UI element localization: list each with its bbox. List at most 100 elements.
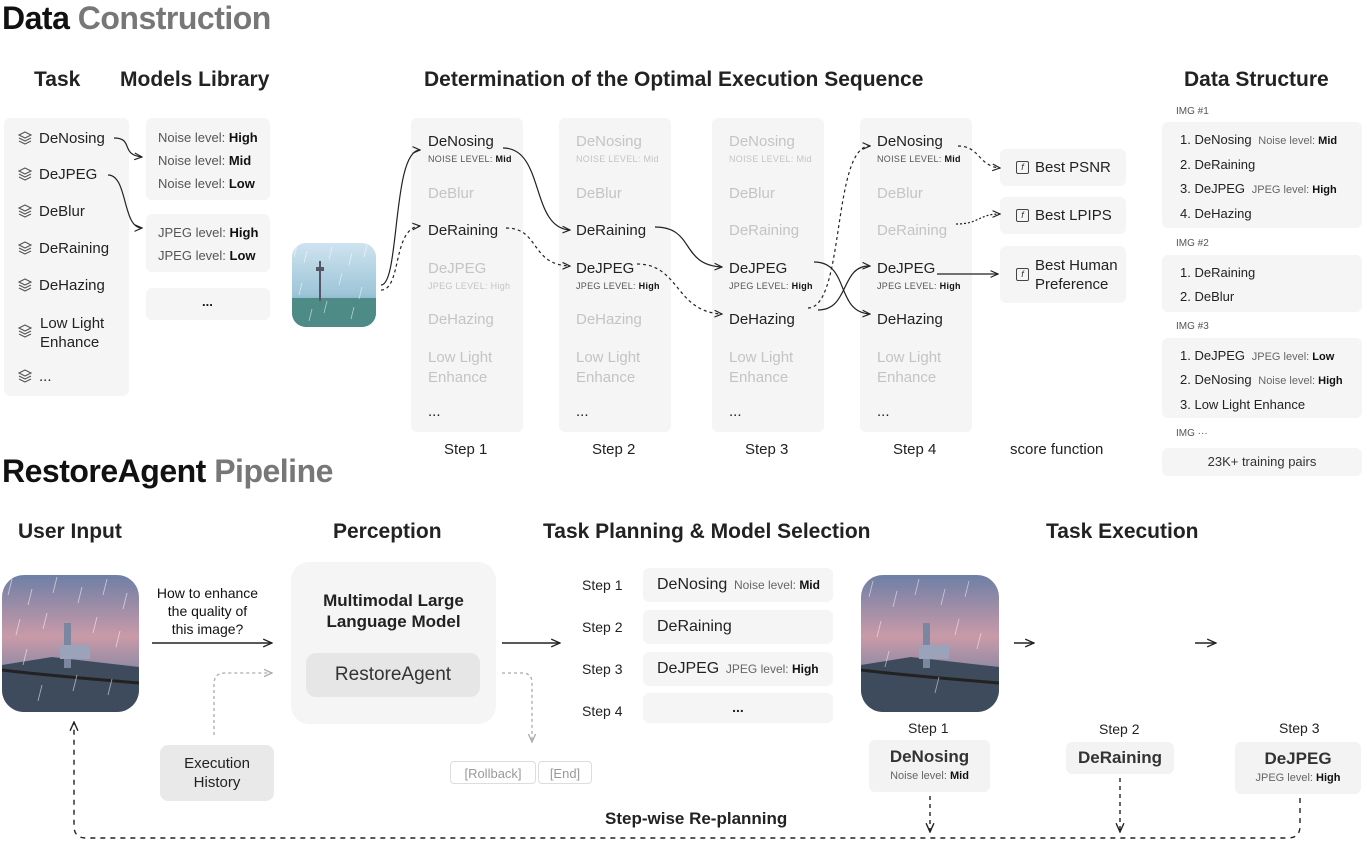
models-library-heading: Models Library	[120, 68, 270, 91]
plan-row-text: DeJPEG JPEG level: High	[657, 660, 819, 677]
step1-label: Step 1	[444, 441, 488, 458]
layers-icon	[17, 131, 33, 145]
col1-noise-sub: NOISE LEVEL: Mid	[428, 154, 512, 164]
data-structure-heading: Data Structure	[1184, 68, 1329, 91]
exec-step1-name: DeNosing	[889, 747, 970, 766]
plan-step-label: Step 2	[582, 619, 623, 635]
col3-dejpeg: DeJPEG	[729, 260, 788, 277]
col4-deblur: DeBlur	[877, 185, 923, 202]
connector-s3-s4-c	[807, 146, 870, 309]
connector-s2-s3-b	[636, 263, 722, 314]
connector-score-lpips	[955, 214, 1000, 225]
layers-icon	[17, 204, 33, 218]
img2-item: 2. DeBlur	[1180, 289, 1235, 304]
col3-more: ...	[729, 403, 742, 420]
img3-item: 3. Low Light Enhance	[1180, 397, 1306, 412]
col1-dejpeg: DeJPEG	[428, 260, 487, 277]
user-input-heading: User Input	[18, 520, 122, 543]
best-lpips-label: Best LPIPS	[1035, 207, 1112, 224]
col4-dehazing: DeHazing	[877, 311, 943, 328]
step3-column	[712, 118, 824, 432]
img3-label: IMG #3	[1176, 321, 1209, 332]
task-label: DeHazing	[39, 277, 105, 294]
col4-dejpeg: DeJPEG	[877, 260, 936, 277]
arrow-perception-tokens	[502, 672, 532, 742]
layers-icon	[17, 324, 33, 338]
img2-item: 1. DeRaining	[1180, 265, 1256, 280]
task-execution-heading: Task Execution	[1046, 520, 1199, 543]
step2-column	[559, 118, 671, 432]
exec-step1-box: DeNosing Noise level: Mid	[869, 740, 990, 792]
img2-label: IMG #2	[1176, 238, 1209, 249]
training-pairs-label: 23K+ training pairs	[1207, 454, 1317, 469]
more-models-label: ...	[202, 294, 213, 309]
layers-icon	[17, 369, 33, 383]
task-item-deraining: DeRaining	[17, 240, 110, 257]
step4-column	[860, 118, 972, 432]
plan-row-2: DeRaining	[643, 610, 833, 644]
col3-denosing: DeNosing	[729, 133, 795, 150]
more-models-panel: ...	[146, 288, 270, 320]
score-function-label: score function	[1010, 441, 1104, 458]
layers-icon	[17, 278, 33, 292]
layers-icon	[17, 167, 33, 181]
task-label: DeNosing	[39, 130, 105, 147]
col1-deblur: DeBlur	[428, 185, 474, 202]
col2-more: ...	[576, 403, 589, 420]
col4-jpeg-sub: JPEG LEVEL: High	[877, 281, 961, 291]
connector-image-deraining	[380, 226, 420, 291]
col2-denosing: DeNosing	[576, 133, 642, 150]
task-label: ...	[39, 368, 52, 385]
col2-deraining: DeRaining	[576, 222, 647, 239]
noise-model-high: Noise level: High	[158, 130, 258, 145]
rollback-token: [Rollback]	[450, 761, 536, 784]
col2-deblur: DeBlur	[576, 185, 622, 202]
task-item-denosing: DeNosing	[17, 130, 105, 147]
connector-denosing-models	[113, 137, 142, 157]
pipeline-title: RestoreAgent Pipeline	[2, 453, 333, 490]
step2-label: Step 2	[592, 441, 636, 458]
task-label: Low Light Enhance	[40, 315, 105, 351]
plan-step-label: Step 4	[582, 703, 623, 719]
col3-jpeg-sub: JPEG LEVEL: High	[729, 281, 813, 291]
img1-item: 3. DeJPEG JPEG level: High	[1180, 181, 1337, 196]
title-word-restoreagent: RestoreAgent	[2, 453, 206, 489]
plan-row-1: DeNosing Noise level: Mid	[643, 568, 833, 602]
jpeg-model-high: JPEG level: High	[158, 225, 259, 240]
rainy-input-image	[292, 243, 376, 327]
restoreagent-box: RestoreAgent	[306, 653, 480, 697]
layers-icon	[17, 241, 33, 255]
col2-jpeg-sub: JPEG LEVEL: High	[576, 281, 660, 291]
connector-score-psnr	[957, 145, 1000, 168]
connector-s3-s4-a	[813, 261, 870, 314]
connector-image-denosing	[380, 150, 420, 286]
col2-lowlight-1: Low Light	[576, 349, 641, 366]
exec-step3-level: JPEG level: High	[1255, 772, 1341, 784]
img1-item: 4. DeHazing	[1180, 206, 1252, 221]
jpeg-model-low: JPEG level: Low	[158, 248, 256, 263]
exec-step1-label: Step 1	[908, 720, 949, 736]
best-psnr-label: Best PSNR	[1035, 159, 1111, 176]
exec-step3-name: DeJPEG	[1264, 749, 1332, 768]
end-token: [End]	[538, 761, 592, 784]
task-label: DeRaining	[39, 240, 110, 257]
step4-label: Step 4	[893, 441, 937, 458]
noise-models-panel: Noise level: High Noise level: Mid Noise…	[146, 118, 270, 200]
connector-s1-s2-a	[502, 147, 570, 230]
task-label: DeJPEG	[39, 166, 98, 183]
col1-more: ...	[428, 403, 441, 420]
title-word-data: Data	[2, 0, 70, 36]
col2-dehazing: DeHazing	[576, 311, 642, 328]
img-more-label: IMG ···	[1176, 428, 1208, 439]
connector-s2-s3-a	[654, 226, 722, 267]
title-word-construction: Construction	[77, 0, 272, 36]
col1-denosing: DeNosing	[428, 133, 494, 150]
